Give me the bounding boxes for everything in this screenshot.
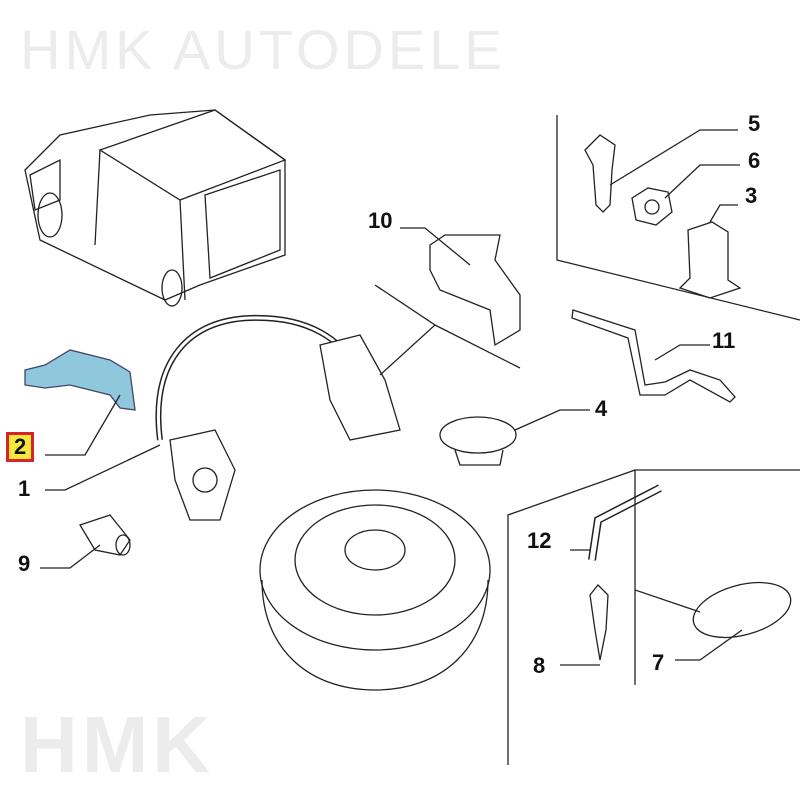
- callout-12[interactable]: 12: [527, 528, 552, 553]
- section-frame-tools: [507, 469, 800, 765]
- callout-4[interactable]: 4: [595, 396, 608, 421]
- callout-11[interactable]: 11: [712, 328, 736, 353]
- part-2-bracket: [24, 349, 136, 411]
- callout-8[interactable]: 8: [533, 653, 546, 678]
- callout-3[interactable]: 3: [745, 183, 758, 208]
- van-illustration: [24, 109, 287, 307]
- section-frame-fasteners: [556, 115, 800, 321]
- part-3-rivet-nut: [678, 221, 742, 299]
- leader-lines: [40, 129, 743, 666]
- part-9-connector: [79, 514, 131, 556]
- callout-7[interactable]: 7: [652, 650, 665, 675]
- part-8-bolt: [589, 584, 609, 661]
- part-11-strap: [571, 309, 736, 403]
- callout-10[interactable]: 10: [368, 208, 393, 233]
- part-4-cup: [439, 416, 517, 466]
- watermark: HMK: [20, 700, 215, 789]
- part-10-bracket: [429, 234, 521, 347]
- part-1-winch: [155, 314, 401, 521]
- part-6-nut: [631, 187, 673, 226]
- part-7-plate: [692, 581, 792, 639]
- callout-2-highlighted[interactable]: 2: [6, 432, 35, 462]
- callout-1[interactable]: 1: [18, 476, 31, 501]
- part-12-wrench: [588, 484, 662, 561]
- callout-5[interactable]: 5: [748, 111, 761, 136]
- part-5-bolt: [584, 134, 616, 213]
- watermark-sub: HMK AUTODELE: [20, 18, 506, 81]
- spare-wheel: [259, 489, 491, 691]
- callout-9[interactable]: 9: [18, 551, 31, 576]
- callout-6[interactable]: 6: [748, 148, 761, 173]
